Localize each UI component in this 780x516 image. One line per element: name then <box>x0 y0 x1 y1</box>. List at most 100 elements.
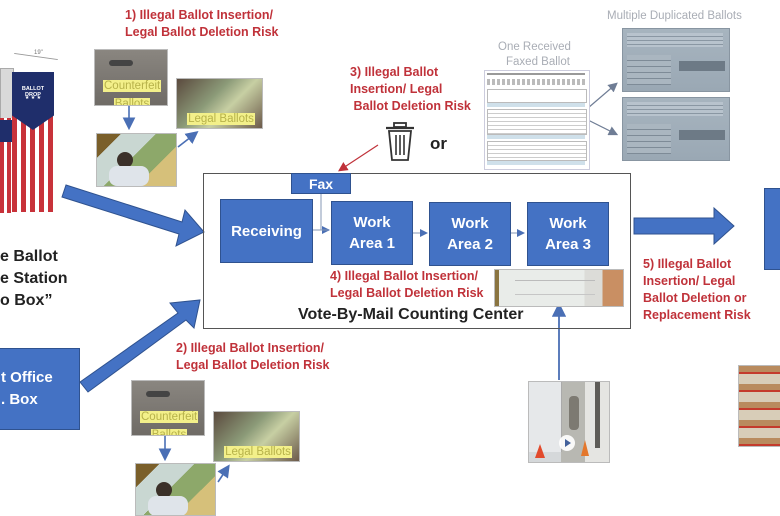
risk-5-line-2: Insertion/ Legal <box>643 274 736 288</box>
fax-label: Fax <box>308 175 334 192</box>
risk-3-label: 3) Illegal Ballot Insertion/ Legal Ballo… <box>350 64 471 115</box>
doc-box-1 <box>487 89 587 103</box>
risk-1-line-2: Legal Ballot Deletion Risk <box>125 25 279 39</box>
envelope-mark <box>109 60 133 66</box>
legal-label-bottom-wrap: Legal Ballots <box>220 442 296 460</box>
risk-2-label: 2) Illegal Ballot Insertion/ Legal Ballo… <box>176 340 330 374</box>
counterfeit-label-line-1: Counterfeit <box>103 80 162 92</box>
dup-lines <box>627 33 723 47</box>
duplicated-ballot-1 <box>622 28 730 92</box>
doc-rows-2 <box>487 141 587 161</box>
or-label: or <box>430 134 447 153</box>
post-office-line-2: . Box <box>1 391 38 408</box>
dup-highlight <box>679 130 725 140</box>
truck-video-thumbnail[interactable] <box>528 381 610 463</box>
trash-can-icon <box>384 122 416 162</box>
risk-5-line-1: 5) Illegal Ballot <box>643 257 732 271</box>
dropbox-stars: ★ ★ ★ <box>24 95 42 101</box>
work-area-3-box: Work Area 3 <box>527 202 609 266</box>
trash-to-fax-arrow <box>337 144 379 172</box>
truck-panel <box>529 382 562 452</box>
dropbox-label-line-3: o Box” <box>0 292 53 309</box>
risk-1-label: 1) Illegal Ballot Insertion/ Legal Ballo… <box>125 7 279 41</box>
risk-5-label: 5) Illegal Ballot Insertion/ Legal Ballo… <box>643 256 751 324</box>
duplicated-ballots-title: Multiple Duplicated Ballots <box>607 10 742 22</box>
faxed-title-line-1: One Received <box>498 41 571 53</box>
ballot-drop-box: 19" BALLOT DROP ★ ★ ★ <box>0 50 62 218</box>
person-head <box>156 482 172 498</box>
work-area-2-box: Work Area 2 <box>429 202 511 266</box>
dropbox-label-line-2: e Station <box>0 270 68 287</box>
tray-edge <box>515 294 595 295</box>
traffic-cone-right <box>581 440 589 456</box>
faxed-title-line-2: Faxed Ballot <box>506 56 570 68</box>
counterfeit-label-line-2: Ballots <box>113 98 151 105</box>
duplicated-ballot-2 <box>622 97 730 161</box>
risk-3-line-3: Ballot Deletion Risk <box>350 99 471 113</box>
risk-2-line-2: Legal Ballot Deletion Risk <box>176 358 330 372</box>
person-mailing-photo-top <box>96 133 177 187</box>
counterfeit-label-line-2: Ballots <box>150 429 188 435</box>
risk-4-label: 4) Illegal Ballot Insertion/ Legal Ballo… <box>330 268 484 302</box>
doc-header-rule <box>487 73 585 75</box>
fax-box: Fax <box>291 173 351 194</box>
faxed-ballot-title: One Received Faxed Ballot <box>498 40 571 70</box>
dropbox-sign-text: BALLOT DROP <box>21 86 45 98</box>
doc-section-bar-2 <box>487 135 585 139</box>
dropbox-label: e Ballot e Station o Box” <box>0 246 68 312</box>
dup-left-column <box>627 55 671 85</box>
legal-label-bottom: Legal Ballots <box>224 446 292 458</box>
play-icon[interactable] <box>559 435 575 451</box>
envelope-mark <box>146 391 170 397</box>
work-area-2-line-1: Work <box>451 215 489 232</box>
warehouse-photo <box>738 365 780 447</box>
dimension-label: 19" <box>34 50 43 56</box>
next-stage-box <box>764 188 780 270</box>
doc-header-text <box>487 79 585 85</box>
fax-to-duplicate-arrow-2 <box>587 119 619 136</box>
dup-lines <box>627 102 723 116</box>
counterfeit-label-bottom: Counterfeit Ballots <box>140 407 199 435</box>
dup-left-column <box>627 124 671 154</box>
dropbox-to-center-arrow <box>61 184 205 247</box>
tray-edge <box>515 280 595 281</box>
counterfeit-label-top: Counterfeit Ballots <box>103 76 162 105</box>
post-office-box: t Office . Box <box>0 348 80 430</box>
person-figure <box>569 396 579 430</box>
play-triangle <box>565 439 571 447</box>
legal-label-top-wrap: Legal Ballots <box>183 109 259 127</box>
risk-4-line-1: 4) Illegal Ballot Insertion/ <box>330 269 478 283</box>
doc-rows-1 <box>487 109 587 135</box>
legal-ballots-photo-bottom: Legal Ballots <box>213 411 300 462</box>
risk-4-line-2: Legal Ballot Deletion Risk <box>330 286 484 300</box>
ballot-tray-photo <box>494 269 624 307</box>
work-area-1-line-2: Area 1 <box>349 235 395 252</box>
counterfeit-ballots-photo-top: Counterfeit Ballots <box>94 49 168 106</box>
counterfeit-ballots-photo-bottom: Counterfeit Ballots <box>131 380 205 436</box>
risk-5-line-4: Replacement Risk <box>643 308 751 322</box>
fax-to-duplicate-arrow-1 <box>587 82 618 109</box>
pole <box>595 382 600 448</box>
traffic-cone-left <box>535 444 545 458</box>
doc-section-bar-1 <box>487 103 585 107</box>
center-to-next-arrow <box>633 206 735 246</box>
legal-ballots-photo-top: Legal Ballots <box>176 78 263 129</box>
person-body <box>148 496 188 515</box>
work-area-1-box: Work Area 1 <box>331 201 413 265</box>
person-mailing-photo-bottom <box>135 463 216 516</box>
work-area-2-line-2: Area 2 <box>447 236 493 253</box>
work-area-3-line-1: Work <box>549 215 587 232</box>
post-office-line-1: t Office <box>1 369 53 386</box>
risk-5-line-3: Ballot Deletion or <box>643 291 747 305</box>
work-area-1-line-1: Work <box>353 214 391 231</box>
person-body <box>109 166 149 186</box>
person-head <box>117 152 133 168</box>
person-to-legal-arrow-bottom <box>217 464 230 483</box>
receiving-box: Receiving <box>220 199 313 263</box>
counting-center-container <box>203 173 631 329</box>
work-area-3-line-2: Area 3 <box>545 236 591 253</box>
risk-3-line-1: 3) Illegal Ballot <box>350 65 439 79</box>
legal-label-top: Legal Ballots <box>187 113 255 125</box>
doc-section-bar-3 <box>487 161 585 165</box>
